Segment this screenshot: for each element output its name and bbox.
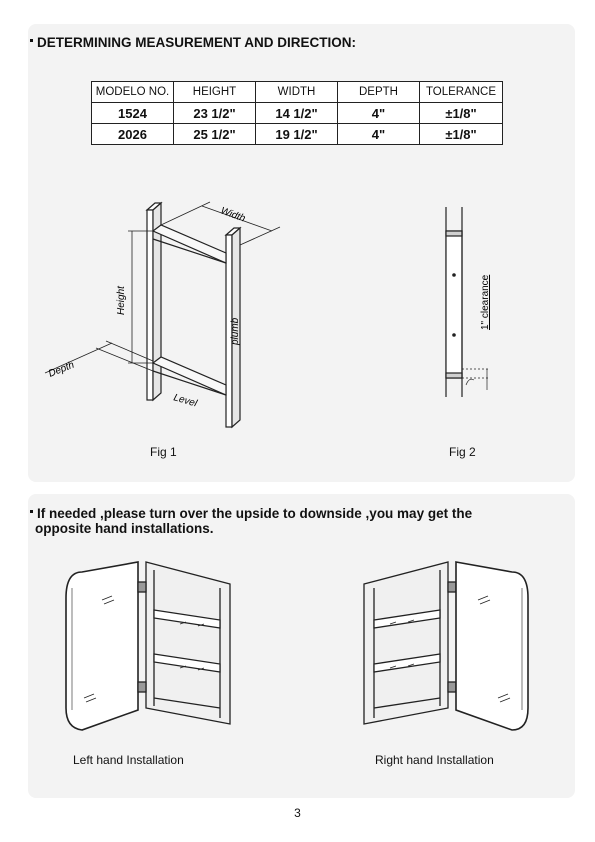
page-number: 3 xyxy=(294,806,301,820)
table-header-row: MODELO NO. HEIGHT WIDTH DEPTH TOLERANCE xyxy=(91,81,503,103)
fig1-label-level: Level xyxy=(172,392,199,409)
fig2-caption: Fig 2 xyxy=(449,445,476,459)
left-hand-caption: Left hand Installation xyxy=(73,753,184,767)
col-header: DEPTH xyxy=(337,81,420,103)
table-cell: 4" xyxy=(337,102,420,124)
left-cabinet-diagram xyxy=(65,561,231,731)
bullet-icon xyxy=(30,509,33,513)
right-cabinet-diagram xyxy=(363,561,529,731)
table-row: 2026 25 1/2" 19 1/2" 4" ±1/8" xyxy=(91,123,503,145)
fig1-label-width: Width xyxy=(219,205,247,224)
heading-line-1: If needed ,please turn over the upside t… xyxy=(37,506,473,521)
table-cell: 14 1/2" xyxy=(255,102,338,124)
heading-text: DETERMINING MEASUREMENT AND DIRECTION: xyxy=(37,35,356,50)
screw-icon xyxy=(452,273,456,277)
fig1-caption: Fig 1 xyxy=(150,445,177,459)
col-header: TOLERANCE xyxy=(419,81,503,103)
table-cell: 2026 xyxy=(91,123,174,145)
section-heading-measurement: DETERMINING MEASUREMENT AND DIRECTION: xyxy=(30,35,356,50)
section-heading-installation: If needed ,please turn over the upside t… xyxy=(30,506,472,536)
screw-icon xyxy=(452,333,456,337)
heading-line-2: opposite hand installations. xyxy=(35,521,214,536)
fig1-label-depth: Depth xyxy=(47,359,76,379)
fig2-label-clearance: 1" clearance xyxy=(480,274,491,330)
col-header: HEIGHT xyxy=(173,81,256,103)
table-cell: 25 1/2" xyxy=(173,123,256,145)
table-row: 1524 23 1/2" 14 1/2" 4" ±1/8" xyxy=(91,102,503,124)
col-header: MODELO NO. xyxy=(91,81,174,103)
table-cell: ±1/8" xyxy=(419,123,503,145)
fig1-label-plumb: plumb xyxy=(230,317,241,346)
right-hand-caption: Right hand Installation xyxy=(375,753,494,767)
table-cell: 1524 xyxy=(91,102,174,124)
table-cell: ±1/8" xyxy=(419,102,503,124)
spec-table: MODELO NO. HEIGHT WIDTH DEPTH TOLERANCE … xyxy=(91,81,503,145)
bullet-icon xyxy=(30,38,33,42)
table-cell: 4" xyxy=(337,123,420,145)
col-header: WIDTH xyxy=(255,81,338,103)
table-cell: 19 1/2" xyxy=(255,123,338,145)
fig1-diagram: Width Height Depth plumb Level xyxy=(44,201,281,429)
fig1-label-height: Height xyxy=(116,285,127,315)
fig2-diagram: 1" clearance xyxy=(445,207,491,397)
table-cell: 23 1/2" xyxy=(173,102,256,124)
